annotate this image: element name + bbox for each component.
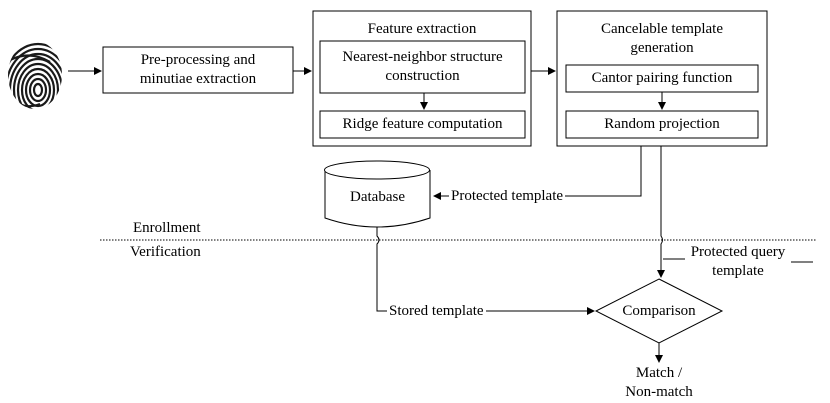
preprocess-line2: minutiae extraction bbox=[139, 71, 257, 87]
enrollment-label: Enrollment bbox=[133, 220, 201, 236]
nn-structure-box bbox=[319, 40, 526, 94]
cantor-label: Cantor pairing function bbox=[591, 70, 733, 86]
result-line1: Match / bbox=[635, 365, 683, 381]
protected-query-line2: template bbox=[712, 263, 764, 279]
fingerprint-icon bbox=[8, 41, 62, 109]
nn-structure-line1: Nearest-neighbor structure bbox=[342, 49, 503, 65]
protected-template-label: Protected template bbox=[449, 187, 566, 206]
nn-structure-label: Nearest-neighbor structure construction bbox=[320, 48, 525, 86]
nn-structure-line2: construction bbox=[385, 68, 460, 84]
cancelable-box bbox=[556, 10, 768, 147]
stored-template-label: Stored template bbox=[387, 302, 486, 321]
result-label: Match / Non-match bbox=[604, 364, 714, 402]
comparison-label: Comparison bbox=[622, 303, 696, 319]
feature-extraction-box bbox=[312, 10, 532, 147]
cancelable-title-line1: Cancelable template bbox=[600, 21, 724, 37]
database-label: Database bbox=[350, 189, 405, 205]
feature-extraction-title: Feature extraction bbox=[367, 21, 477, 37]
protected-query-label: Protected query template bbox=[682, 243, 794, 281]
preprocess-label: Pre-processing and minutiae extraction bbox=[103, 51, 293, 89]
cancelable-title: Cancelable template generation bbox=[557, 20, 767, 58]
verification-label: Verification bbox=[130, 244, 201, 260]
random-projection-label: Random projection bbox=[604, 116, 720, 132]
protected-query-line1: Protected query bbox=[690, 244, 786, 260]
result-line2: Non-match bbox=[625, 384, 693, 400]
ridge-feature-label: Ridge feature computation bbox=[342, 116, 503, 132]
preprocess-box bbox=[102, 46, 294, 94]
ridge-feature-box bbox=[319, 110, 526, 139]
preprocess-line1: Pre-processing and bbox=[140, 52, 256, 68]
random-projection-box bbox=[565, 110, 759, 139]
cancelable-title-line2: generation bbox=[630, 40, 694, 56]
database-cylinder bbox=[324, 160, 431, 228]
